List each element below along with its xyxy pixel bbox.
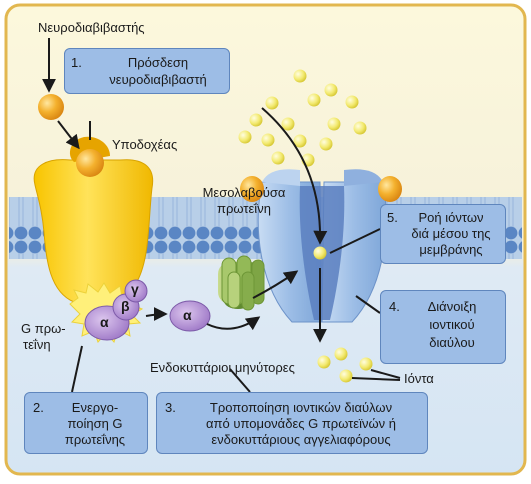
step-2-line2: ποίηση G	[67, 416, 123, 431]
extracellular-ions	[238, 69, 367, 167]
step-3-number: 3.	[165, 400, 176, 415]
mediator-label-line2: πρωτεΐνη	[217, 201, 271, 216]
step-5-number: 5.	[387, 210, 398, 225]
receptor	[33, 136, 154, 307]
step-3-line1: Τροποποίηση ιοντικών διαύλων	[209, 400, 393, 415]
arrows	[42, 38, 401, 393]
step-4-line1: Διάνοιξη	[427, 299, 477, 314]
step-5-line1: Ροή ιόντων	[418, 210, 484, 225]
step-4-number: 4.	[389, 299, 400, 314]
beta-label: β	[121, 298, 130, 314]
step-1-box: 1. Πρόσδεση νευροδιαβιβαστή	[64, 48, 230, 94]
alpha-label: α	[100, 314, 109, 330]
intracellular-messengers	[317, 347, 373, 383]
neurotransmitter-label: Νευροδιαβιβαστής	[38, 20, 145, 35]
step-3-line2: από υπομονάδες G πρωτεϊνών ή	[206, 416, 396, 431]
bound-ligand-left	[240, 176, 264, 202]
ion-channel	[240, 169, 402, 323]
g-gamma-subunit	[124, 279, 148, 303]
receptor-label: Υποδοχέας	[112, 137, 178, 152]
step-3-line3: ενδοκυττάριους αγγελιαφόρους	[211, 432, 391, 447]
free-alpha-label: α	[183, 307, 192, 323]
step-5-line3: μεμβράνης	[419, 242, 483, 257]
mediator-label-line1: Μεσολαβούσα	[202, 185, 286, 200]
free-alpha-subunit	[169, 300, 211, 332]
step-2-line1: Ενεργο-	[71, 400, 119, 415]
step-1-line2: νευροδιαβιβαστή	[109, 72, 207, 87]
ions-label: Ιόντα	[404, 371, 434, 386]
step-4-line2: ιοντικού	[429, 317, 475, 332]
step-1-line1: Πρόσδεση	[127, 55, 189, 70]
ligand-on-receptor	[76, 149, 104, 177]
step-2-number: 2.	[33, 400, 44, 415]
free-neurotransmitter	[38, 94, 64, 120]
g-protein-label-line2: τεΐνη	[23, 337, 51, 352]
ion-in-channel	[313, 246, 327, 260]
g-protein	[69, 279, 148, 343]
step-5-box: 5. Ροή ιόντων διά μέσου της μεμβράνης	[380, 204, 506, 264]
step-4-line3: διαύλου	[429, 335, 475, 350]
bound-ligand-right	[378, 176, 402, 202]
step-4-box: 4. Διάνοιξη ιοντικού διαύλου	[380, 290, 506, 364]
gamma-label: γ	[131, 281, 139, 297]
mediator-protein	[218, 255, 265, 311]
step-1-number: 1.	[71, 55, 82, 70]
g-protein-label-line1: G πρω-	[21, 321, 66, 336]
intracellular-messengers-label: Ενδοκυττάριοι μηνύτορες	[150, 360, 295, 375]
step-2-box: 2. Ενεργο- ποίηση G πρωτεΐνης	[24, 392, 148, 454]
step-5-line2: διά μέσου της	[411, 226, 491, 241]
step-2-line3: πρωτεΐνης	[64, 432, 126, 447]
step-3-box: 3. Τροποποίηση ιοντικών διαύλων από υπομ…	[156, 392, 428, 454]
